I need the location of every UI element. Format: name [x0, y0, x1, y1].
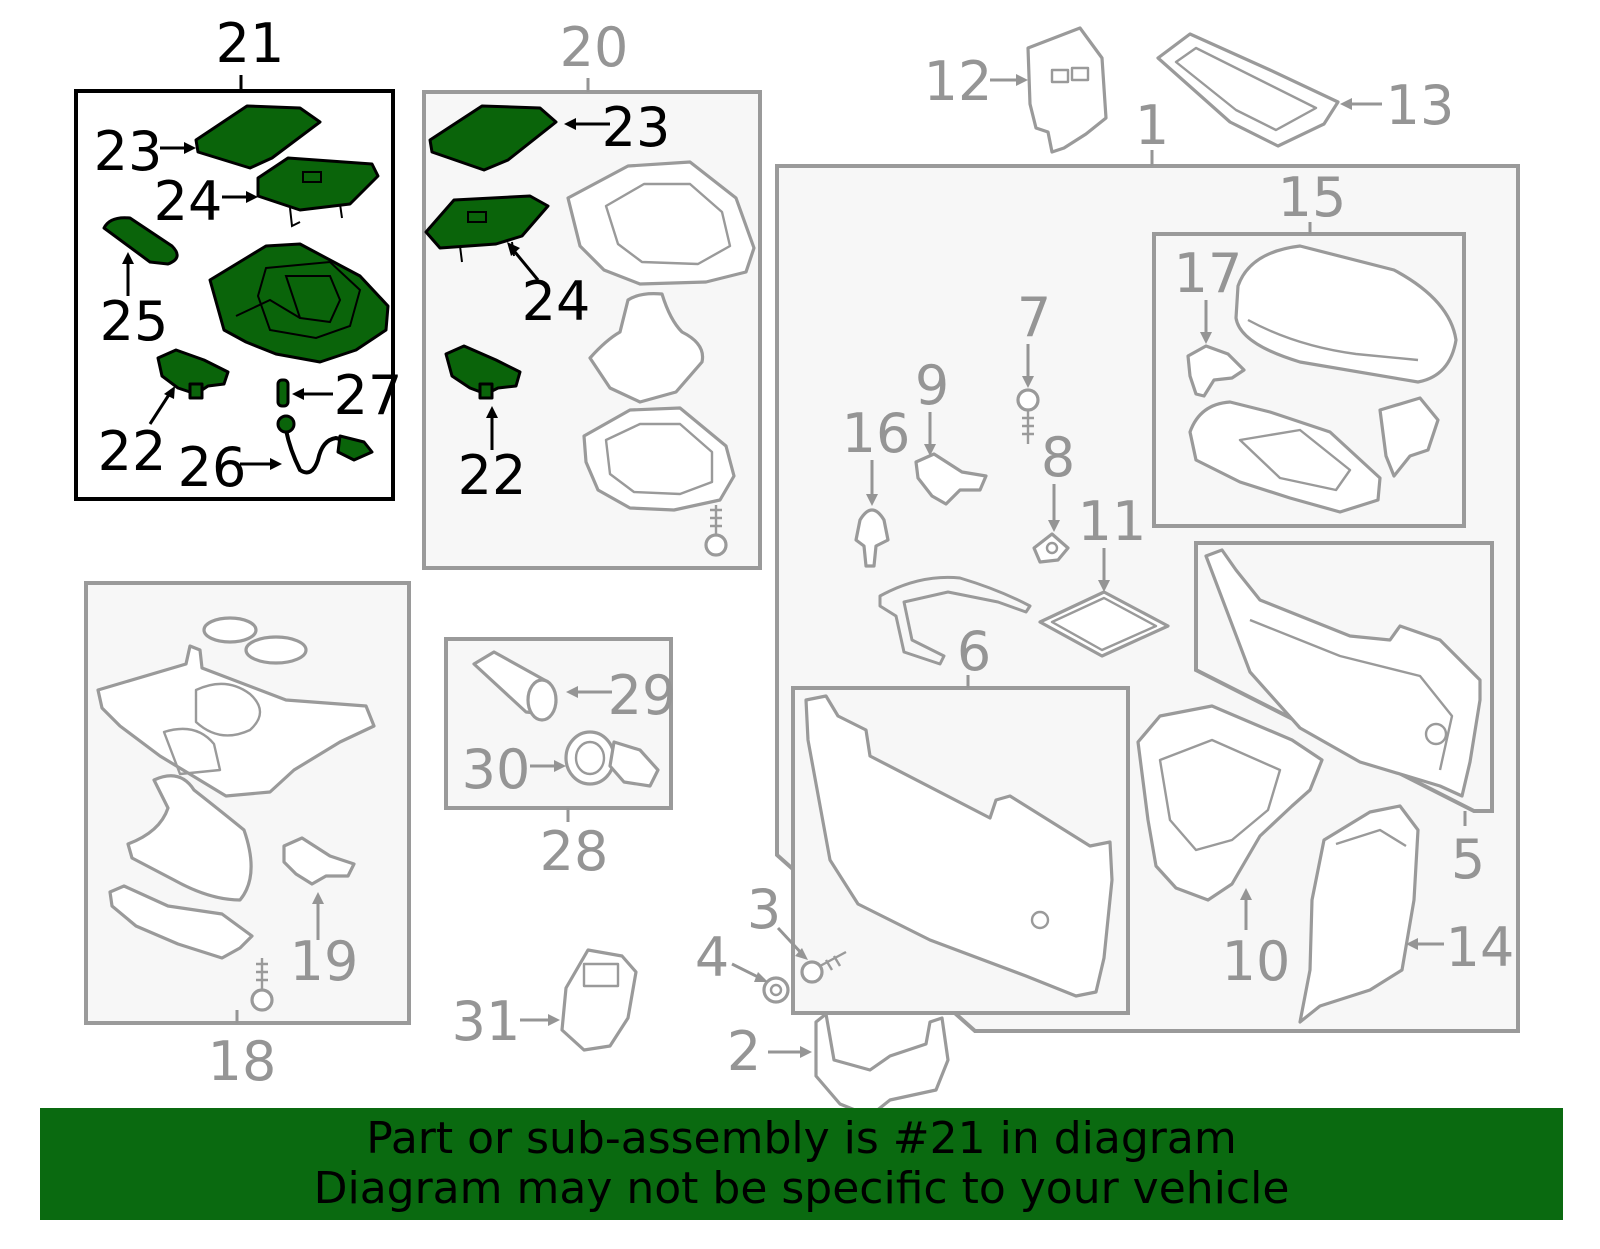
part-7-screw: [1016, 388, 1040, 444]
callout-13: 13: [1386, 74, 1455, 137]
part-22-bracket-black: [444, 344, 522, 400]
part-10-bracket: [1136, 704, 1324, 902]
part-wire-bracket: [878, 575, 1032, 666]
callout-9: 9: [915, 354, 949, 417]
part-13-tray: [1156, 32, 1340, 148]
part-23-lid-black: [428, 104, 558, 172]
callout-12: 12: [924, 50, 993, 113]
callout-25: 25: [100, 290, 169, 353]
part-24-switch-panel-green: [256, 156, 380, 228]
callout-11: 11: [1078, 490, 1147, 553]
callout-22-group21: 22: [98, 420, 167, 483]
part-storage-bin: [1188, 400, 1382, 514]
callout-6: 6: [957, 620, 991, 683]
part-31-switch: [560, 948, 638, 1052]
callout-27: 27: [334, 364, 403, 427]
part-23-lid-green: [194, 104, 322, 170]
callout-23-group20: 23: [602, 96, 671, 159]
part-17-bracket: [1186, 344, 1246, 398]
callout-18: 18: [208, 1030, 277, 1093]
part-25-trim-green: [102, 216, 179, 266]
callout-20: 20: [560, 16, 629, 79]
part-screw-20: [704, 505, 728, 557]
part-14-rear-cover: [1298, 804, 1420, 1024]
part-12-bracket: [1026, 26, 1108, 154]
part-shift-boot: [588, 292, 705, 404]
part-24-switch-panel-black: [424, 194, 550, 263]
part-bin-bracket: [1378, 396, 1440, 478]
callout-5: 5: [1451, 828, 1485, 891]
part-8-nut: [1032, 532, 1070, 564]
callout-8: 8: [1041, 426, 1075, 489]
callout-24-group21: 24: [154, 170, 223, 233]
callout-14: 14: [1446, 916, 1515, 979]
part-cupholder-panel: [96, 616, 376, 798]
part-5-side-panel: [1204, 548, 1482, 798]
part-screw-18: [250, 958, 274, 1012]
callout-7: 7: [1017, 286, 1051, 349]
callout-1: 1: [1135, 94, 1169, 157]
callout-19: 19: [290, 930, 359, 993]
callout-2: 2: [727, 1020, 761, 1083]
callout-10: 10: [1222, 930, 1291, 993]
callout-15: 15: [1278, 166, 1347, 229]
part-boot-ring: [582, 406, 736, 512]
footer-banner: Part or sub-assembly is #21 in diagram D…: [40, 1108, 1563, 1220]
part-29-socket: [472, 650, 558, 722]
callout-21: 21: [216, 12, 285, 75]
part-gear-trim: [126, 774, 253, 902]
part-2-bracket: [814, 1012, 950, 1118]
callout-30: 30: [462, 738, 531, 801]
part-26-wire-harness-green: [276, 414, 374, 475]
part-console-bezel: [566, 160, 756, 286]
part-11-pad: [1038, 590, 1170, 658]
callout-26: 26: [178, 436, 247, 499]
callout-29: 29: [608, 664, 677, 727]
part-bottom-trim: [108, 884, 254, 960]
callout-4: 4: [695, 926, 729, 989]
part-4-clip: [762, 976, 790, 1004]
callout-16: 16: [842, 402, 911, 465]
part-15-armrest: [1234, 244, 1458, 384]
part-19-bracket: [282, 836, 356, 886]
callout-28: 28: [540, 820, 609, 883]
part-30-socket-cover: [564, 730, 660, 788]
callout-31: 31: [452, 990, 521, 1053]
part-22-bracket-green: [156, 348, 230, 400]
callout-17: 17: [1174, 242, 1243, 305]
footer-line-1: Part or sub-assembly is #21 in diagram: [366, 1113, 1237, 1164]
callout-22-group20: 22: [458, 444, 527, 507]
part-16-clip: [854, 508, 890, 568]
part-3-screw: [800, 950, 847, 984]
part-6-side-panel: [804, 694, 1114, 998]
footer-line-2: Diagram may not be specific to your vehi…: [313, 1163, 1290, 1214]
callout-23-group21: 23: [94, 120, 163, 183]
part-27-clip-green: [276, 378, 290, 408]
callout-3: 3: [747, 878, 781, 941]
callout-24-group20: 24: [522, 270, 591, 333]
part-bezel-green: [208, 242, 390, 364]
part-9-clip: [914, 452, 988, 506]
